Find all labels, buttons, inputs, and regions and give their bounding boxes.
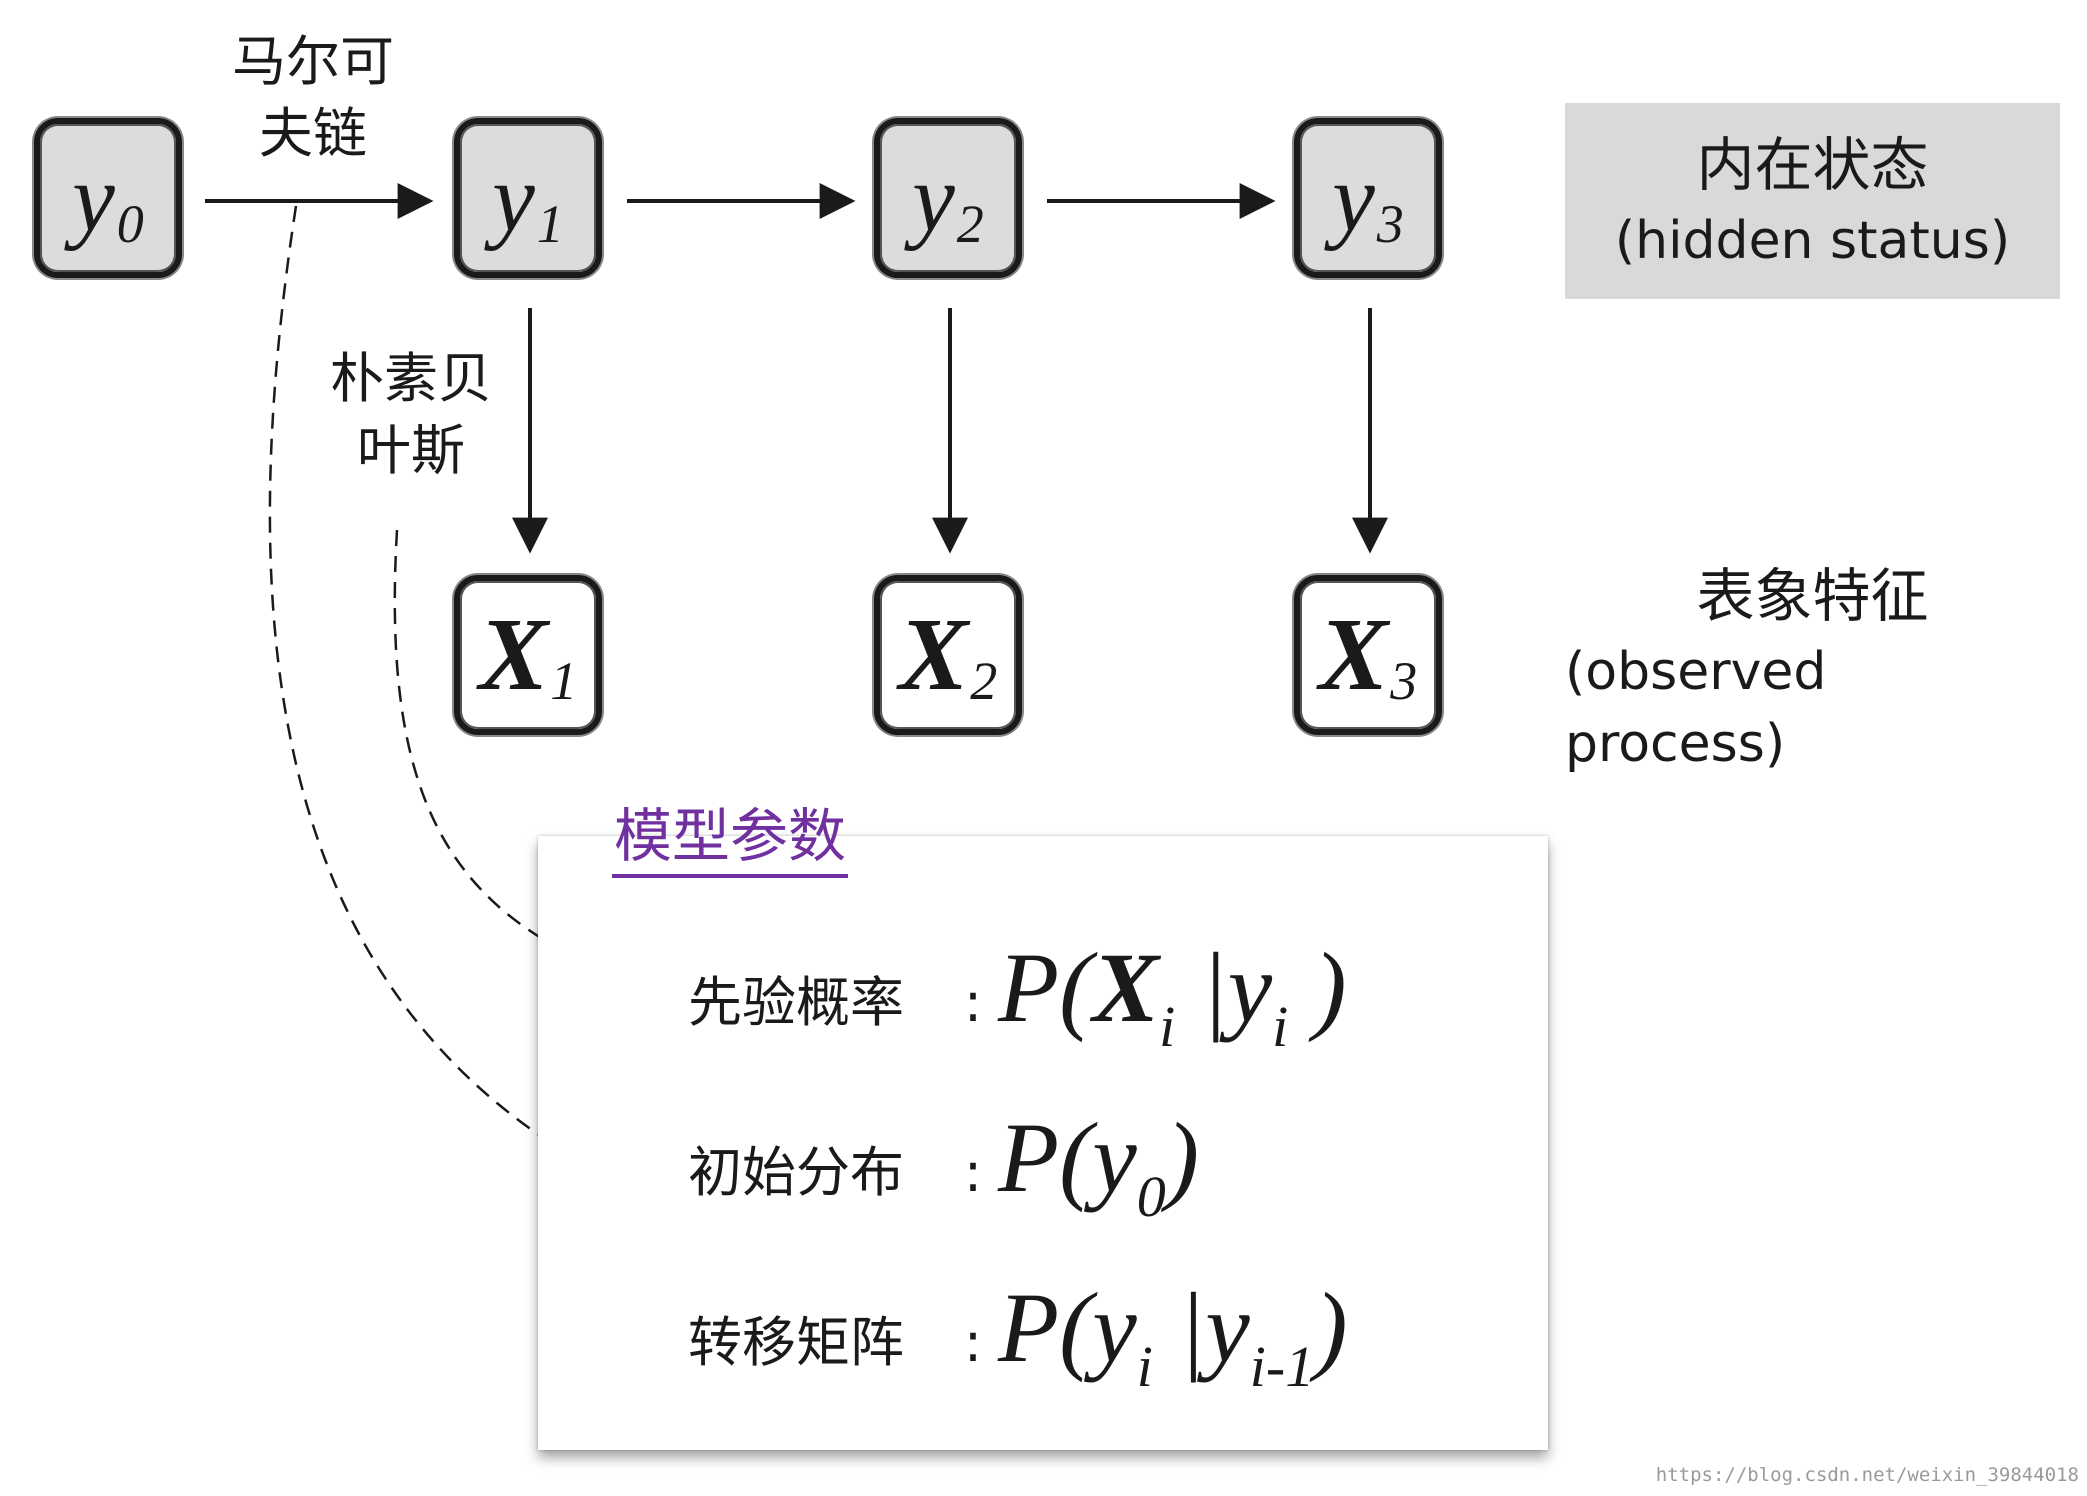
formula-sub-b: i-1 <box>1249 1334 1315 1399</box>
bayes-label-line1: 朴素贝 <box>330 347 492 410</box>
param-colon: : <box>963 971 983 1034</box>
param-colon: : <box>963 1141 983 1204</box>
param-row-transition: 转移矩阵 : P(yi |yi-1) <box>688 1270 1348 1399</box>
formula-sub-a: i <box>1159 994 1176 1059</box>
param-label: 初始分布 <box>688 1141 904 1204</box>
formula-sub-a: 0 <box>1136 1164 1166 1229</box>
formula-open: P( <box>998 932 1093 1043</box>
formula-close: ) <box>1288 932 1347 1043</box>
param-label: 转移矩阵 <box>688 1311 904 1374</box>
watermark-url: https://blog.csdn.net/weixin_39844018 <box>1655 1464 2079 1486</box>
node-var: y <box>492 144 535 251</box>
node-sub: 3 <box>1376 194 1404 254</box>
node-sub: 2 <box>970 651 998 711</box>
formula-sub-b: i <box>1272 994 1289 1059</box>
hidden-status-legend: 内在状态 (hidden status) <box>1565 103 2060 299</box>
node-sub: 2 <box>956 194 984 254</box>
param-formula: P(Xi |yi ) <box>998 930 1347 1059</box>
param-colon: : <box>963 1311 983 1374</box>
param-formula: P(y0) <box>998 1100 1200 1229</box>
node-var: y <box>1332 144 1375 251</box>
model-parameters-title: 模型参数 <box>612 800 849 878</box>
node-var: y <box>72 144 115 251</box>
model-parameters-panel <box>538 836 1548 1450</box>
param-label: 先验概率 <box>688 971 904 1034</box>
formula-close: ) <box>1165 1102 1200 1213</box>
param-formula: P(yi |yi-1) <box>998 1270 1348 1399</box>
node-var: X <box>1318 597 1389 712</box>
param-row-prior: 先验概率 : P(Xi |yi ) <box>688 930 1347 1059</box>
hidden-status-en: (hidden status) <box>1614 211 2011 271</box>
param-row-initial: 初始分布 : P(y0) <box>688 1100 1200 1229</box>
formula-close: ) <box>1314 1272 1348 1383</box>
dashed-link-markov-to-initial <box>268 205 670 1207</box>
hidden-status-cn: 内在状态 <box>1696 131 1929 199</box>
node-var: X <box>478 597 549 712</box>
node-var: y <box>912 144 955 251</box>
node-sub: 0 <box>116 194 144 254</box>
markov-label-line2: 夫链 <box>259 102 367 165</box>
bayes-label-line2: 叶斯 <box>357 419 465 482</box>
naive-bayes-label: 朴素贝 叶斯 <box>316 343 506 487</box>
observed-process-cn: 表象特征 <box>1696 562 1929 630</box>
observed-process-en: (observed process) <box>1565 642 1827 774</box>
formula-mid: |y <box>1175 932 1273 1043</box>
formula-var-x: X <box>1092 932 1160 1043</box>
node-sub: 1 <box>536 194 564 254</box>
formula-open: P(y <box>998 1102 1137 1213</box>
formula-mid: |y <box>1152 1272 1250 1383</box>
markov-chain-label: 马尔可 夫链 <box>218 26 408 170</box>
node-sub: 3 <box>1390 651 1418 711</box>
markov-label-line1: 马尔可 <box>232 30 394 93</box>
node-var: X <box>898 597 969 712</box>
formula-open: P(y <box>998 1272 1137 1383</box>
observed-process-legend: 表象特征 (observed process) <box>1565 562 2060 774</box>
node-sub: 1 <box>550 651 578 711</box>
formula-sub-a: i <box>1136 1334 1153 1399</box>
